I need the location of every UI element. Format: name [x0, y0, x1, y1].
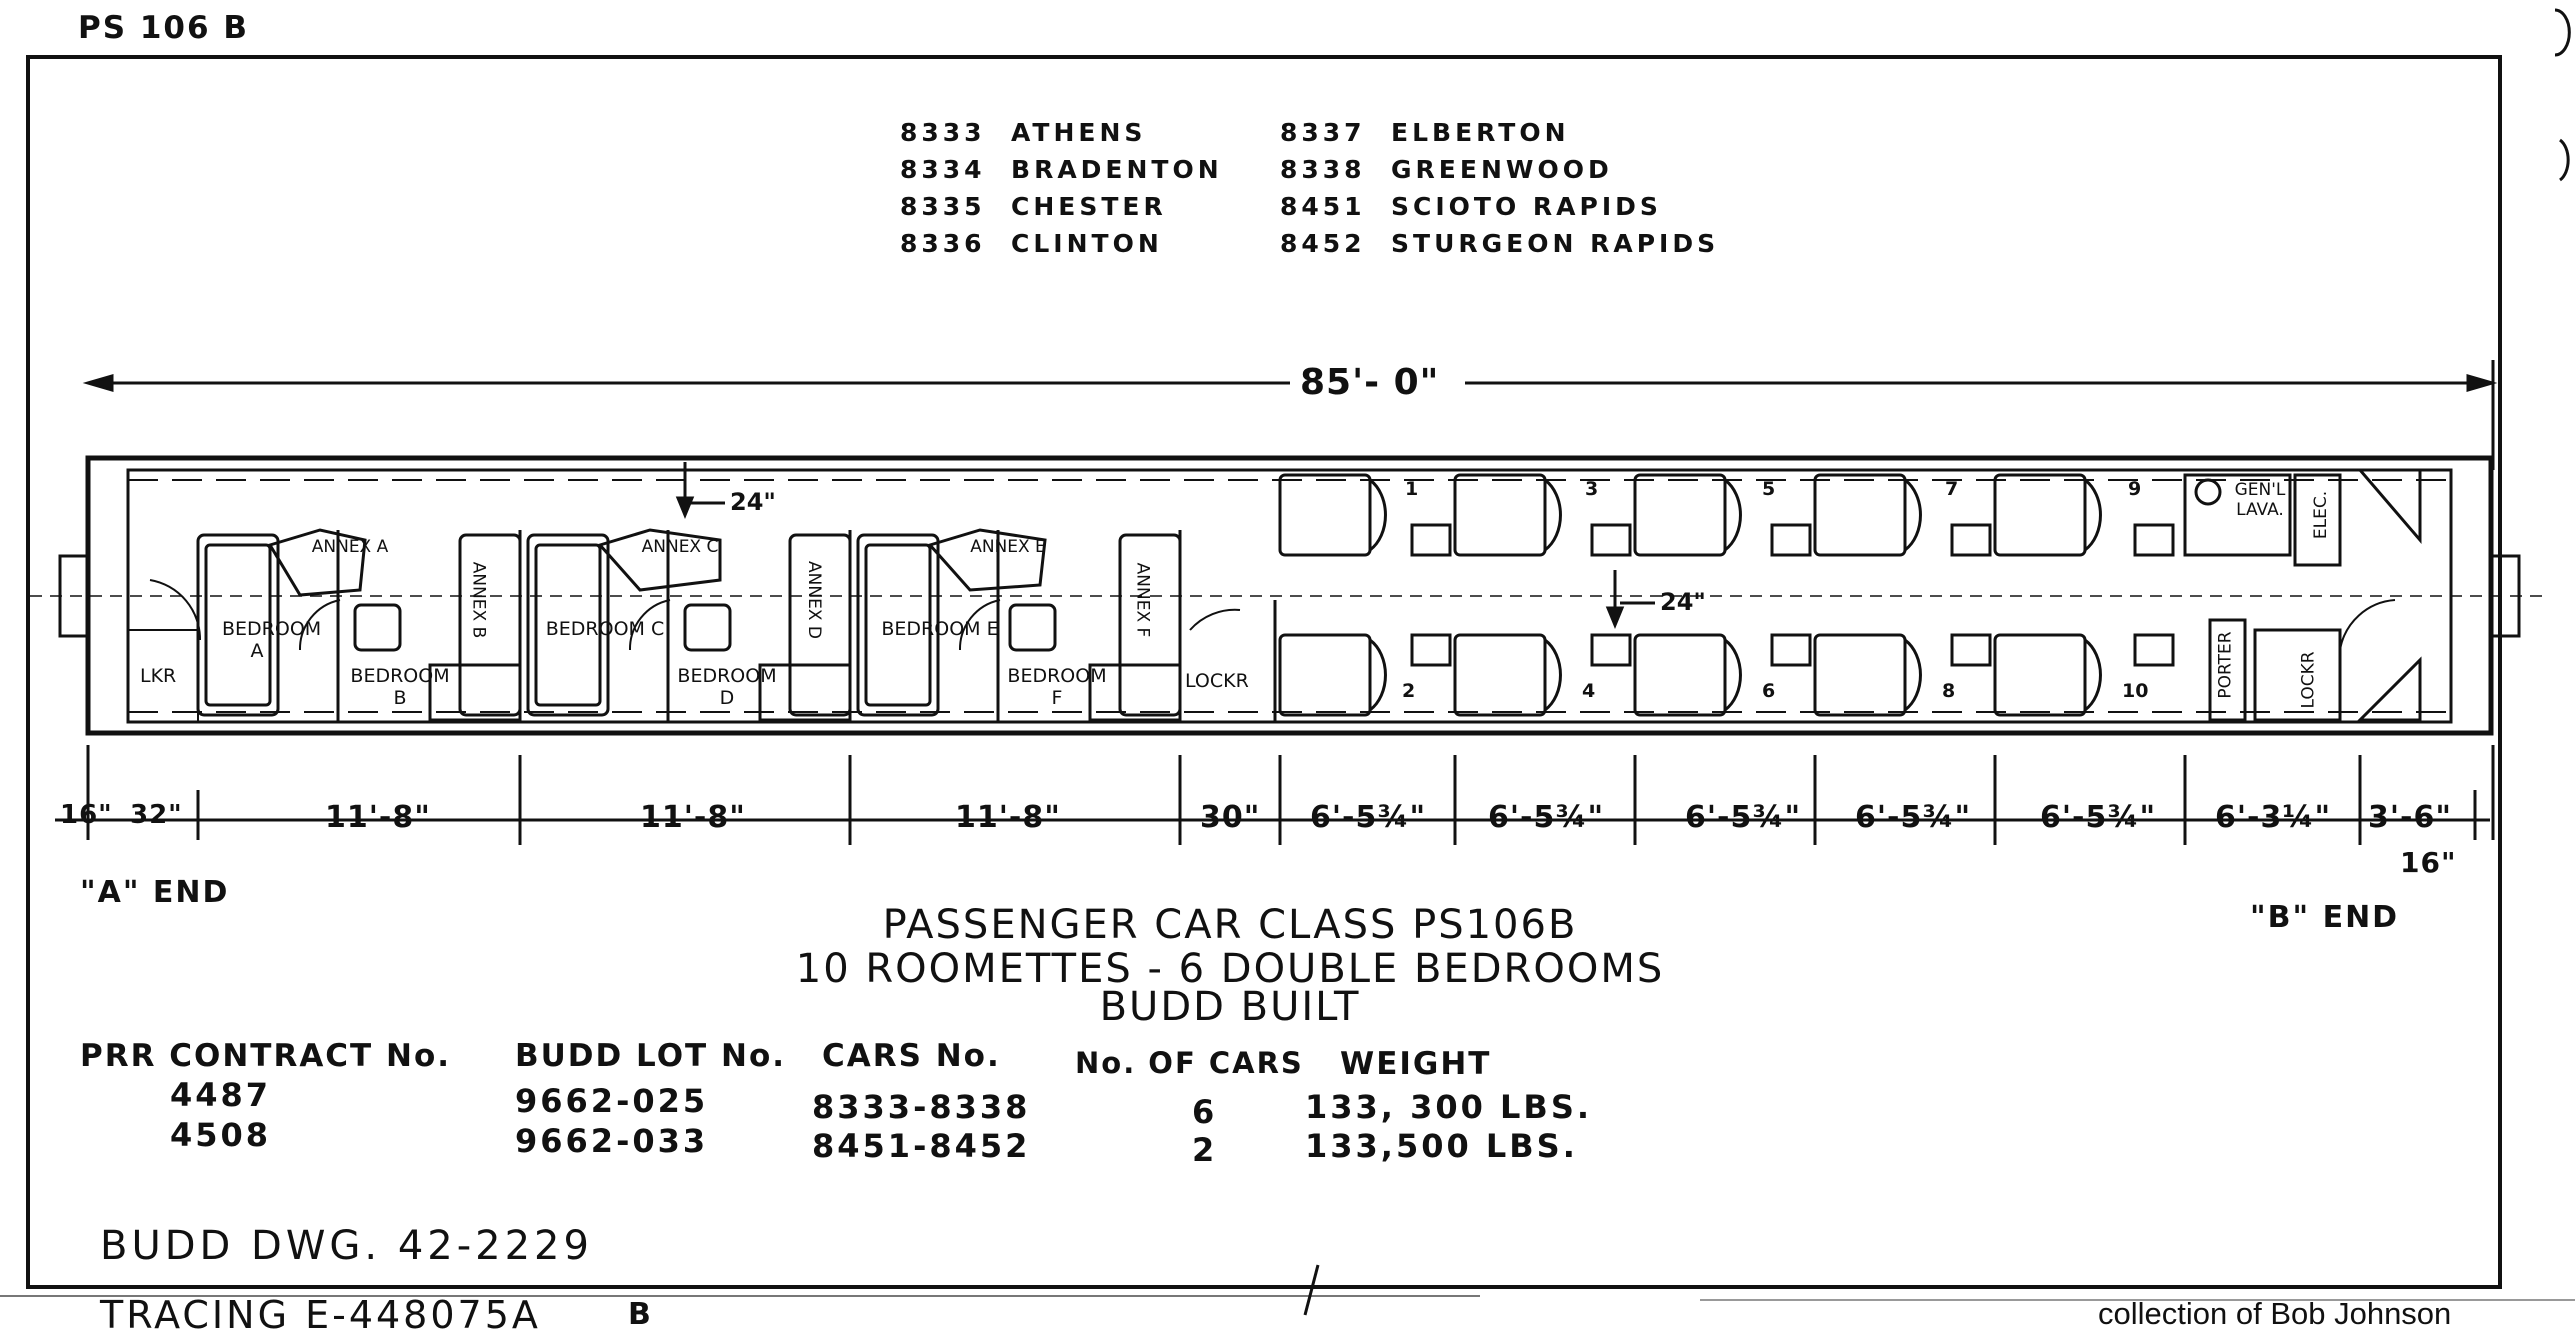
car-roster-right: 8337 ELBERTON 8338 GREENWOOD 8451 SCIOTO…: [1280, 114, 1719, 262]
roomette-section: [1278, 468, 2422, 722]
lockr-label: LOCKR: [2298, 651, 2319, 709]
roomette-number: 3: [1585, 478, 1599, 500]
dim-label: 3'-6": [2368, 800, 2453, 835]
dim-label: 16": [2400, 846, 2457, 879]
table-header-cars: CARS No.: [822, 1038, 1001, 1074]
roomette-number: 6: [1762, 680, 1776, 702]
lkr-label: LKR: [140, 665, 177, 687]
dim-label: 30": [1200, 800, 1261, 835]
bedroom-e-label: BEDROOM E: [881, 618, 999, 640]
roster-row: 8334 BRADENTON: [900, 155, 1223, 184]
bedroom-a-label: BEDROOM A: [222, 618, 322, 662]
porter-label: PORTER: [2215, 631, 2236, 699]
annex-f-label: ANNEX F: [1132, 562, 1153, 638]
roster-row: 8337 ELBERTON: [1280, 118, 1570, 147]
bedroom-b-label: BEDROOM B: [350, 665, 450, 709]
roster-row: 8335 CHESTER: [900, 192, 1167, 221]
aisle-offset-label: 24": [1660, 588, 1706, 616]
dim-label: 11'-8": [325, 800, 431, 835]
tracing-revision: B: [628, 1297, 653, 1332]
bedroom-c-label: BEDROOM C: [545, 618, 665, 640]
roster-row: 8451 SCIOTO RAPIDS: [1280, 192, 1662, 221]
roomette-number: 10: [2122, 680, 2149, 702]
tracing-number: TRACING E-448075A: [100, 1293, 541, 1337]
aisle-offset-label: 24": [730, 488, 776, 516]
roomette-number: 9: [2128, 478, 2142, 500]
roster-row: 8336 CLINTON: [900, 229, 1163, 258]
annex-c-label: ANNEX C: [641, 537, 719, 557]
table-header-count: No. OF CARS: [1075, 1046, 1304, 1080]
roomette-number: 2: [1402, 680, 1416, 702]
b-end-label: "B" END: [2250, 900, 2400, 935]
title-line-1: PASSENGER CAR CLASS PS106B: [882, 902, 1578, 948]
dim-label: 11'-8": [640, 800, 746, 835]
drawing-id: PS 106 B: [78, 10, 249, 46]
dim-label: 6'-5¾": [1685, 800, 1802, 835]
dim-label: 32": [130, 800, 183, 830]
gen-lava-label: GEN'L LAVA.: [2234, 480, 2286, 520]
roomette-number: 7: [1945, 478, 1959, 500]
roomette-number: 4: [1582, 680, 1596, 702]
bedroom-section: [196, 528, 1277, 722]
car-body: [30, 455, 2550, 736]
bottom-dimension-chain: [55, 745, 2495, 845]
annex-a-label: ANNEX A: [311, 537, 389, 557]
roster-row: 8338 GREENWOOD: [1280, 155, 1613, 184]
budd-drawing-number: BUDD DWG. 42-2229: [100, 1223, 593, 1269]
roomette-number: 1: [1405, 478, 1419, 500]
a-end-label: "A" END: [80, 875, 230, 910]
overall-dimension-line: [82, 360, 2498, 470]
car-roster-left: 8333 ATHENS 8334 BRADENTON 8335 CHESTER …: [900, 114, 1223, 262]
dim-label: 6'-5¾": [1310, 800, 1427, 835]
dim-label: 6'-3¼": [2215, 800, 2332, 835]
table-header-contract: PRR CONTRACT No.: [80, 1038, 452, 1074]
drawing-frame: [26, 55, 2502, 1289]
annex-e-label: ANNEX E: [970, 537, 1046, 557]
dim-label: 6'-5¾": [1855, 800, 1972, 835]
title-line-2: 10 ROOMETTES - 6 DOUBLE BEDROOMS: [795, 946, 1665, 992]
elec-label: ELEC.: [2311, 490, 2332, 540]
dim-label: 6'-5¾": [2040, 800, 2157, 835]
table-header-lot: BUDD LOT No.: [515, 1038, 787, 1074]
title-line-3: BUDD BUILT: [1099, 984, 1361, 1030]
bedroom-f-label: BEDROOM F: [1007, 665, 1107, 709]
dim-label: 11'-8": [955, 800, 1061, 835]
aisle-offset-markers: [675, 462, 1655, 629]
roomette-number: 8: [1942, 680, 1956, 702]
credit-text: collection of Bob Johnson: [2098, 1296, 2452, 1331]
dim-label: 6'-5¾": [1488, 800, 1605, 835]
roster-row: 8452 STURGEON RAPIDS: [1280, 229, 1720, 258]
annex-d-label: ANNEX D: [803, 561, 824, 639]
dim-label: 16": [60, 800, 113, 830]
roster-row: 8333 ATHENS: [900, 118, 1147, 147]
annex-b-label: ANNEX B: [468, 561, 489, 639]
bedroom-d-label: BEDROOM D: [677, 665, 777, 709]
overall-length-label: 85'- 0": [1300, 362, 1440, 403]
roomette-number: 5: [1762, 478, 1776, 500]
table-header-weight: WEIGHT: [1340, 1046, 1492, 1082]
lockr-label: LOCKR: [1185, 670, 1249, 692]
